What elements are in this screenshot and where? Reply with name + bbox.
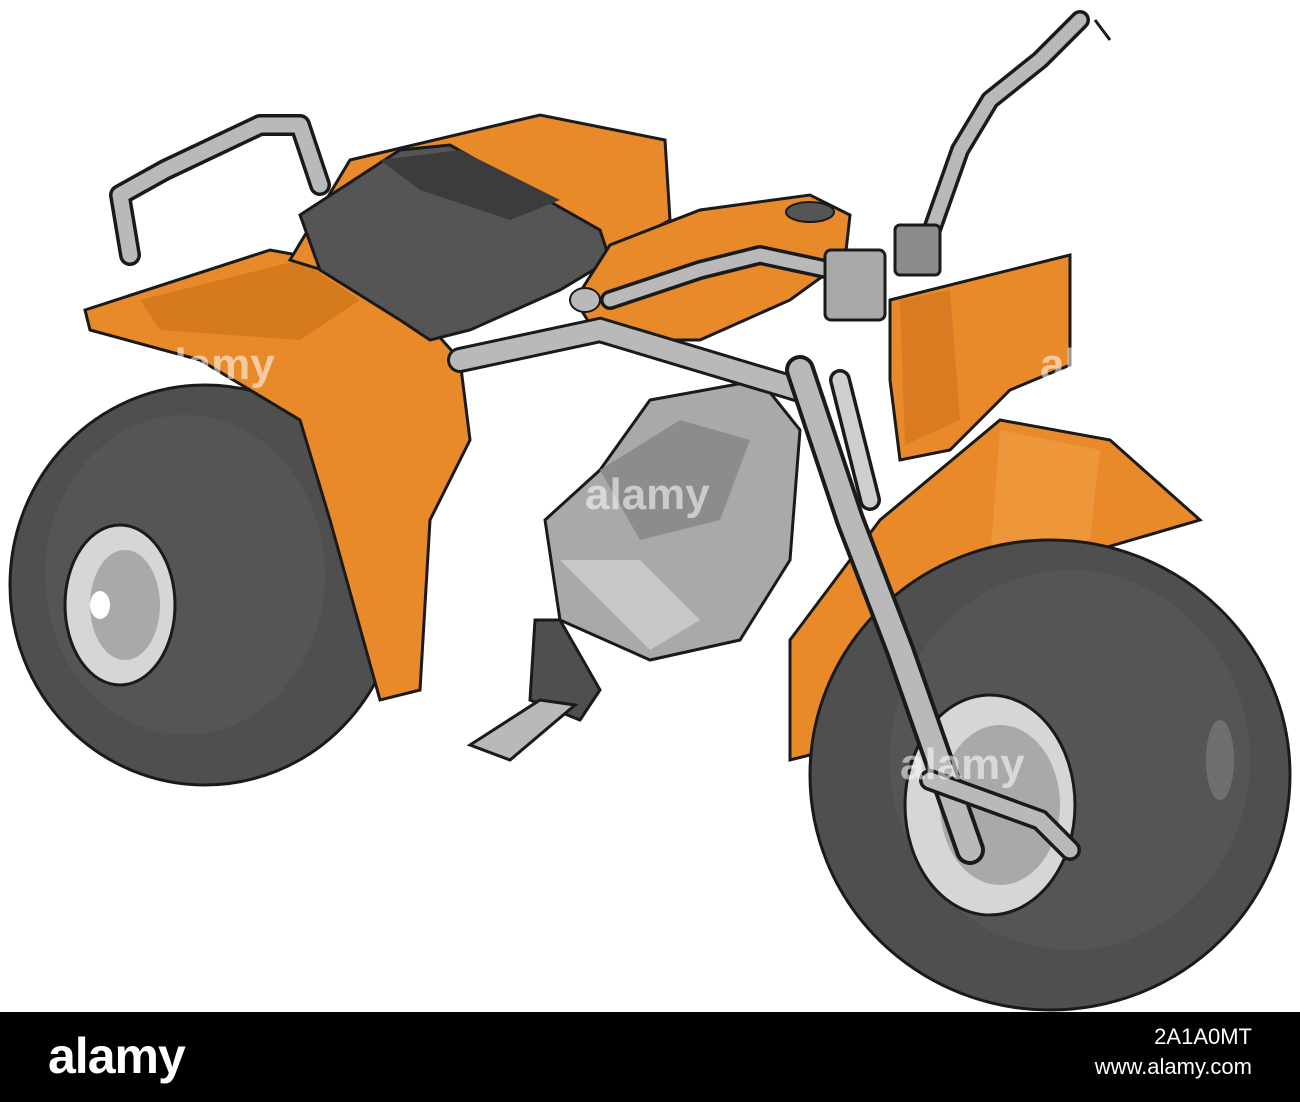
site-url[interactable]: www.alamy.com xyxy=(1094,1054,1252,1079)
rear-wheel xyxy=(8,383,402,787)
engine xyxy=(543,378,802,662)
alamy-logo: alamy xyxy=(48,1028,186,1084)
seat xyxy=(298,143,612,342)
front-side-panel xyxy=(888,253,1072,462)
footer-bar: alamy 2A1A0MT www.alamy.com xyxy=(0,1012,1300,1102)
trike-drawing xyxy=(8,10,1292,1012)
image-id: 2A1A0MT xyxy=(1154,1024,1252,1049)
handlebar xyxy=(600,10,1112,322)
footrest xyxy=(466,618,602,762)
grab-rail xyxy=(109,114,331,266)
front-fork xyxy=(785,355,1081,865)
image-id-block: 2A1A0MT www.alamy.com xyxy=(1095,1022,1252,1082)
frame xyxy=(447,316,813,403)
motorcycle-illustration: alamy alamy alamy alamy xyxy=(8,10,1292,1012)
